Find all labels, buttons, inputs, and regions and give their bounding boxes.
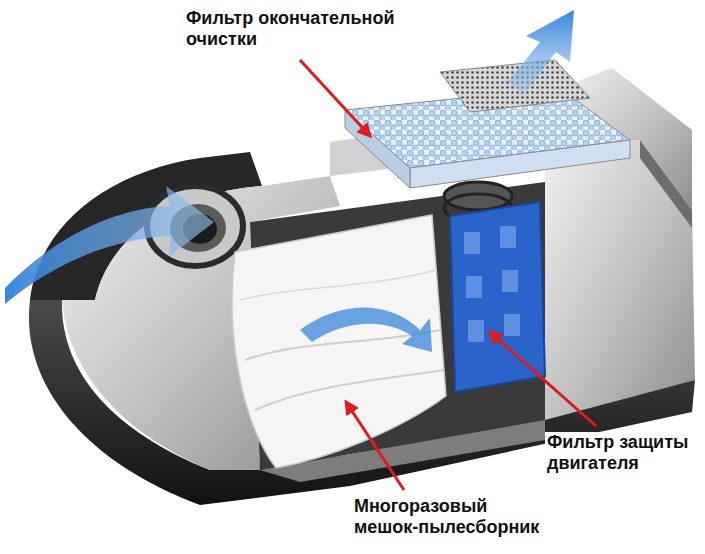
leader-arrow [346, 402, 404, 490]
part-label: Фильтр окончательной очистки [184, 8, 398, 50]
leader-lines [300, 60, 596, 490]
part-label: Фильтр защиты двигателя [545, 432, 691, 474]
motor-filter-body [450, 202, 545, 392]
bag-fold [240, 270, 436, 300]
motor-ring [444, 182, 512, 210]
airflow [5, 10, 574, 304]
vacuum-body [29, 68, 695, 505]
dust-bag [232, 215, 446, 468]
bag-fold [255, 370, 444, 410]
bag-body [232, 215, 446, 468]
motor-filter [450, 202, 545, 392]
filter-side [410, 140, 630, 188]
part-label: Многоразовый мешок-пылесборник [352, 496, 543, 538]
filter-cell [466, 276, 482, 298]
leader-arrow [300, 60, 370, 136]
filter-cell [502, 270, 518, 292]
bag-flow-arrow [300, 308, 432, 353]
filter-cell [504, 314, 520, 336]
filter-cell [468, 320, 484, 342]
air-out-arrow [508, 10, 574, 94]
final-filter [345, 60, 630, 188]
air-in-arrow [5, 186, 214, 304]
leader-arrow [490, 332, 596, 426]
filter-cell [464, 232, 480, 254]
filter-cell [500, 226, 516, 248]
filter-end [345, 110, 410, 188]
